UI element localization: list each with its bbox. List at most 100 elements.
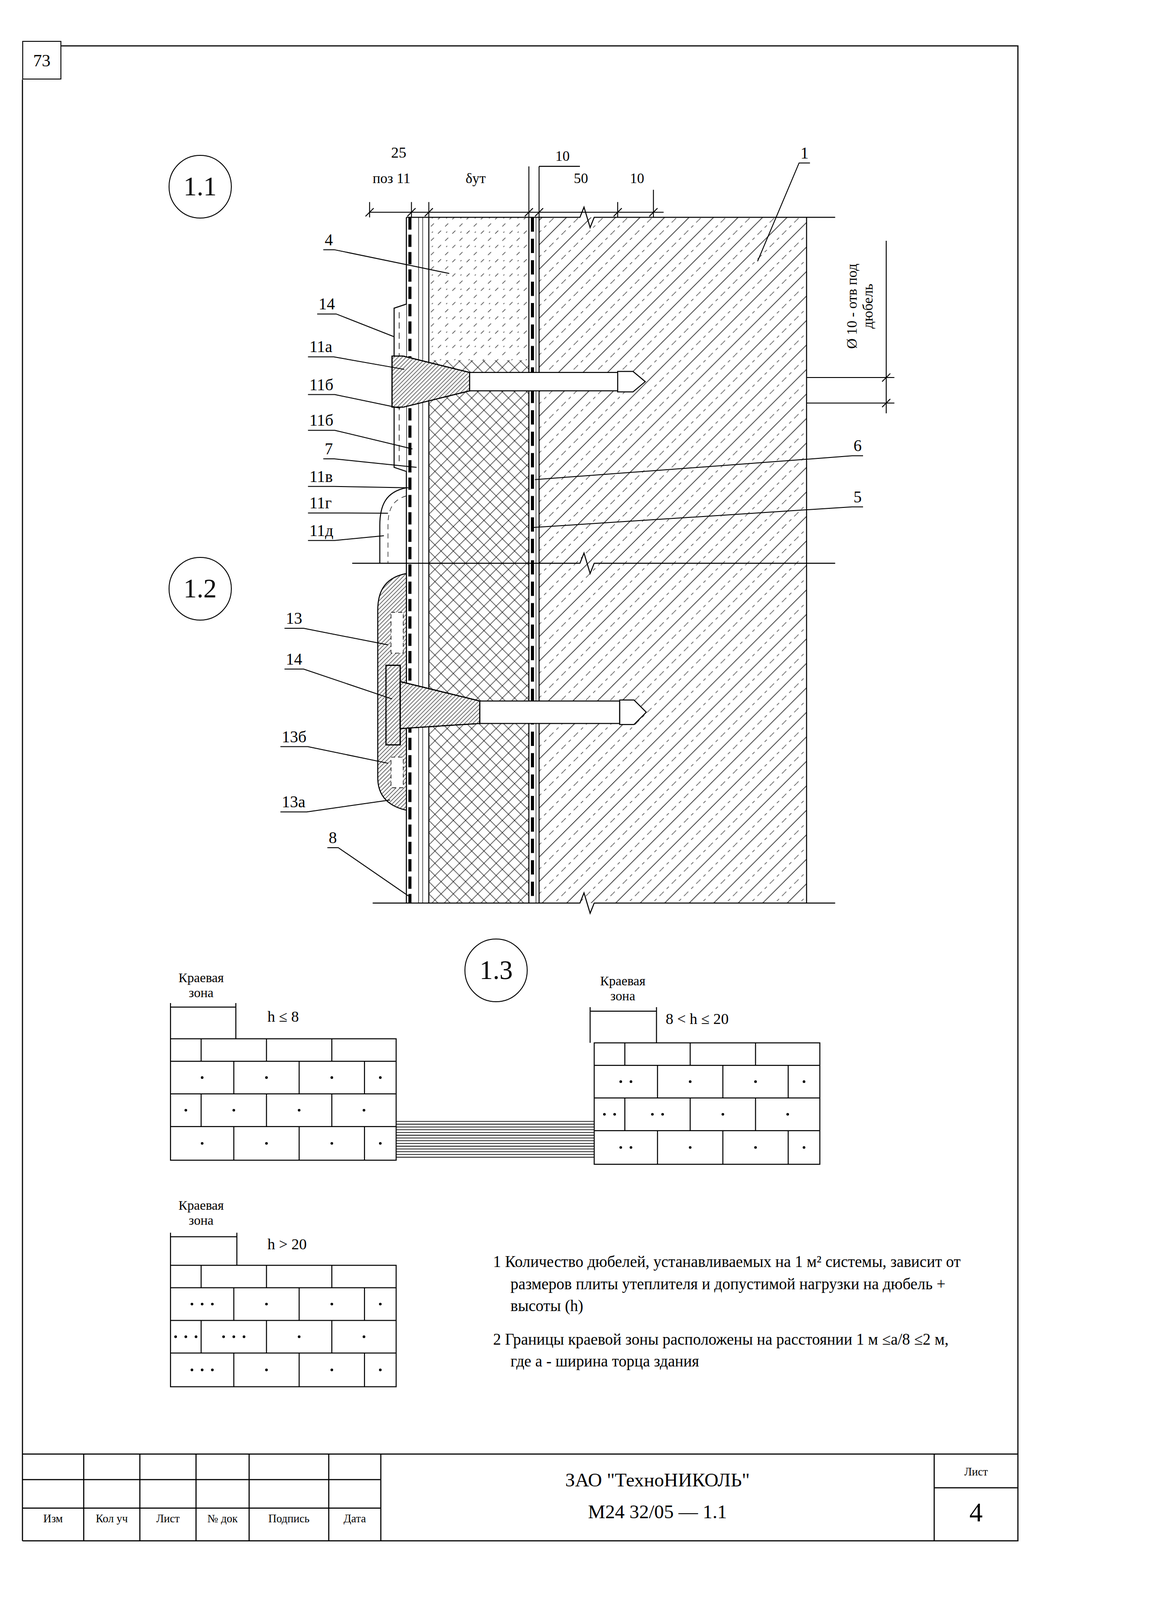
dowel-detail-2 (479, 701, 620, 724)
brick-wall (170, 1039, 396, 1161)
brick-wall (331, 1265, 333, 1288)
callout-number-box: 13а (281, 793, 306, 812)
node-label: 73 (33, 50, 51, 70)
callout-number-box: 1 (800, 144, 809, 163)
leader-line (531, 507, 864, 529)
leader-line (317, 314, 395, 337)
dowel-detail-1 (379, 304, 646, 564)
wall-section (529, 217, 540, 904)
brick-wall (624, 1043, 626, 1066)
dowel-detail-1 (617, 371, 646, 393)
brick-wall (754, 1043, 756, 1066)
brick-wall (265, 1265, 267, 1288)
leader-line (280, 747, 389, 764)
height-label: h ≤ 8 (267, 1008, 300, 1026)
brick-walls (589, 1007, 657, 1044)
brick-wall (753, 1080, 757, 1084)
callout-number-box: 4 (324, 230, 333, 250)
callout-number-box: 11б (309, 411, 334, 430)
callout-number: 14 (285, 650, 303, 669)
brick-wall (364, 1353, 365, 1388)
dowel-detail-1 (392, 356, 470, 408)
zone-label: Краевая зона (178, 1198, 225, 1228)
brick-wall (232, 1336, 236, 1339)
brick-wall (298, 1288, 300, 1322)
node-label: 1.1 (183, 172, 217, 202)
detail-circle: 1.1 (168, 154, 232, 219)
zone-label: Краевая зона (178, 970, 225, 1001)
brick-wall (689, 1098, 691, 1132)
brick-wall (265, 1039, 267, 1062)
zone-label: Краевая зона (599, 973, 646, 1004)
brick-wall (330, 1076, 334, 1080)
leader-line (284, 669, 393, 700)
brick-wall (721, 1113, 725, 1117)
brick-wall (184, 1109, 188, 1113)
brick-wall (613, 1113, 616, 1117)
height-label: h > 20 (267, 1236, 307, 1253)
dimension-note: Ø 10 - отв под дюбель (843, 263, 876, 350)
wall-section (429, 217, 530, 360)
brick-wall (786, 1113, 789, 1117)
leader-line (323, 459, 417, 468)
brick-wall (200, 1265, 202, 1288)
brick-walls (396, 1151, 595, 1153)
brick-wall (190, 1369, 194, 1373)
dimension-text: δут (465, 170, 486, 187)
title-block-header-box: Дата (328, 1512, 381, 1526)
dowel-detail-2 (390, 757, 404, 789)
callout-number-box: 11а (309, 337, 333, 356)
title-block-header: Лист (156, 1512, 180, 1526)
title-block-header: Дата (343, 1512, 366, 1526)
title-block-header-box: Подпись (249, 1512, 329, 1526)
brick-wall (170, 1093, 396, 1095)
note-text: 1 Количество дюбелей, устанавливаемых на… (493, 1253, 961, 1316)
sheet-frame (22, 1454, 1018, 1542)
brick-walls (396, 1121, 595, 1123)
callout-number-box: 7 (324, 439, 333, 459)
dimension-lines (369, 166, 654, 218)
brick-walls (170, 1003, 820, 1388)
sheet-number: 4 (969, 1498, 983, 1528)
sheet-number-box: 4 (934, 1498, 1019, 1528)
brick-wall (264, 1369, 268, 1373)
brick-wall (379, 1369, 382, 1373)
brick-wall (624, 1098, 626, 1132)
dimension-lines (369, 211, 664, 213)
zone-label-box: Краевая зона (166, 1198, 236, 1228)
callout-number: 11в (309, 467, 334, 486)
dowel-detail-2 (400, 681, 480, 729)
brick-wall (200, 1076, 204, 1080)
dimension-lines (365, 166, 895, 414)
brick-wall (593, 1065, 820, 1067)
brick-wall (593, 1043, 820, 1165)
brick-wall (210, 1369, 214, 1373)
brick-wall (170, 1126, 396, 1128)
callout-number-box: 6 (853, 436, 862, 455)
title-block-header: Кол уч (95, 1512, 129, 1526)
callout-number-box: 11б (309, 375, 334, 395)
wall-section (429, 360, 530, 904)
brick-wall (331, 1094, 333, 1128)
callout-number: 8 (328, 828, 337, 848)
zone-label-box: Краевая зона (588, 973, 658, 1004)
callout-number: 11д (309, 521, 334, 540)
brick-wall (688, 1146, 692, 1150)
callout-number: 5 (853, 488, 862, 507)
leader-line (308, 512, 389, 515)
brick-walls (396, 1129, 595, 1131)
brick-walls (170, 1232, 237, 1266)
brick-wall (802, 1146, 806, 1150)
brick-wall (232, 1109, 236, 1113)
wall-section (418, 217, 536, 904)
brick-wall (222, 1336, 225, 1339)
detail-circle: 1.2 (168, 557, 232, 621)
brick-wall (787, 1065, 789, 1099)
callout-number-box: 14 (318, 294, 335, 314)
brick-wall (651, 1113, 654, 1117)
brick-wall (753, 1146, 757, 1150)
brick-wall (362, 1336, 366, 1339)
wall-section (406, 217, 807, 904)
wall-section (372, 893, 836, 914)
